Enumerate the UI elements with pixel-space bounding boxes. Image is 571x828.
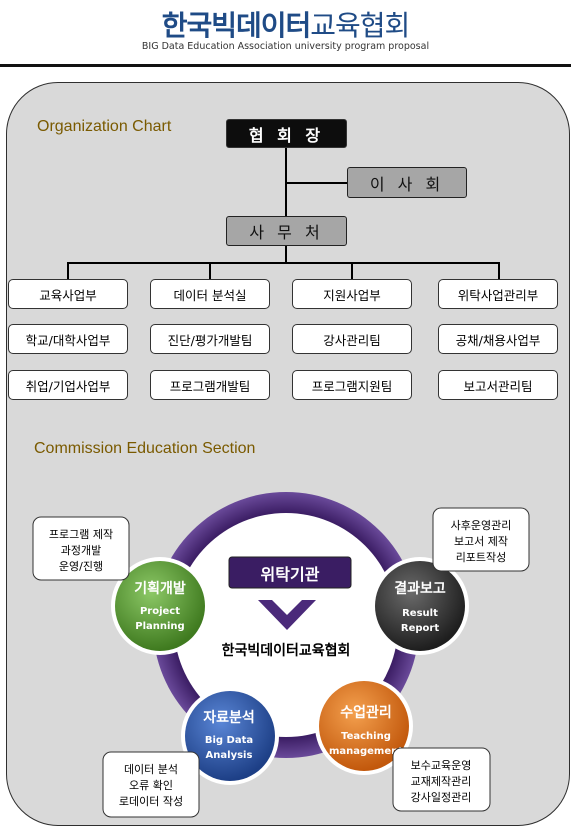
note-line: 사후운영관리: [451, 519, 512, 532]
note-line: 운영/진행: [59, 560, 103, 573]
note-line: 데이터 분석: [124, 763, 178, 776]
title-bold: 한국빅데이터: [161, 9, 312, 42]
note-line: 로데이터 작성: [119, 795, 183, 808]
org-box: 보고서관리팀: [438, 370, 558, 400]
connector-col-3: [351, 262, 353, 279]
node-title: 결과보고: [394, 580, 446, 597]
org-box: 강사관리팀: [292, 324, 412, 354]
org-box: 공채/채용사업부: [438, 324, 558, 354]
note-box-analysis: [102, 751, 200, 818]
node-sub: Report: [401, 623, 439, 634]
header-divider: [0, 64, 571, 67]
node-report: [375, 561, 465, 651]
node-sub: Big Data: [205, 735, 253, 746]
page-title: 한국빅데이터교육협회: [0, 4, 571, 44]
note-line: 오류 확인: [129, 779, 173, 792]
org-box: 학교/대학사업부: [8, 324, 128, 354]
note-box-teaching: [392, 747, 491, 812]
connector-horizontal: [67, 262, 500, 264]
center-title: 위탁기관: [261, 565, 320, 584]
center-org: 한국빅데이터교육협회: [222, 642, 351, 659]
note-line: 보수교육운영: [411, 759, 472, 772]
node-title: 수업관리: [340, 704, 392, 721]
note-box-report: [432, 507, 530, 572]
note-line: 프로그램 제작: [49, 528, 113, 541]
org-box: 위탁사업관리부: [438, 279, 558, 309]
org-box: 취업/기업사업부: [8, 370, 128, 400]
org-box: 프로그램개발팀: [150, 370, 270, 400]
note-box-planning: [32, 516, 130, 581]
note-line: 강사일정관리: [411, 790, 472, 804]
title-light: 교육협회: [310, 9, 410, 42]
page-subtitle: BIG Data Education Association universit…: [141, 41, 430, 52]
node-sub: management: [329, 746, 403, 757]
president-box: 협 회 장: [226, 119, 347, 148]
board-box: 이 사 회: [347, 167, 467, 198]
commission-section-label: Commission Education Section: [34, 440, 256, 457]
connector-col-4: [498, 262, 500, 279]
chevron-down-icon: [258, 600, 316, 630]
node-sub: Project: [140, 606, 180, 617]
org-box: 교육사업부: [8, 279, 128, 309]
node-teaching: [319, 681, 409, 771]
node-planning: [115, 561, 205, 651]
note-line: 교재제작관리: [411, 775, 472, 788]
org-box: 데이터 분석실: [150, 279, 270, 309]
org-section-label: Organization Chart: [37, 118, 172, 135]
note-line: 리포트작성: [456, 551, 507, 564]
connector-col-2: [209, 262, 211, 279]
connector-col-1: [67, 262, 69, 279]
note-line: 보고서 제작: [454, 535, 508, 548]
org-box: 프로그램지원팀: [292, 370, 412, 400]
secretariat-box: 사 무 처: [226, 216, 347, 246]
node-sub: Planning: [135, 621, 184, 632]
node-sub: Teaching: [341, 731, 391, 742]
node-sub: Analysis: [206, 750, 253, 761]
center-label-box: [228, 556, 352, 589]
org-box: 진단/평가개발팀: [150, 324, 270, 354]
node-title: 자료분석: [203, 710, 255, 726]
note-line: 과정개발: [61, 544, 101, 557]
node-title: 기획개발: [134, 580, 186, 597]
connector-secretariat: [285, 246, 287, 263]
node-analysis: [185, 691, 275, 781]
connector-board: [286, 182, 347, 184]
node-sub: Result: [402, 608, 438, 619]
org-box: 지원사업부: [292, 279, 412, 309]
